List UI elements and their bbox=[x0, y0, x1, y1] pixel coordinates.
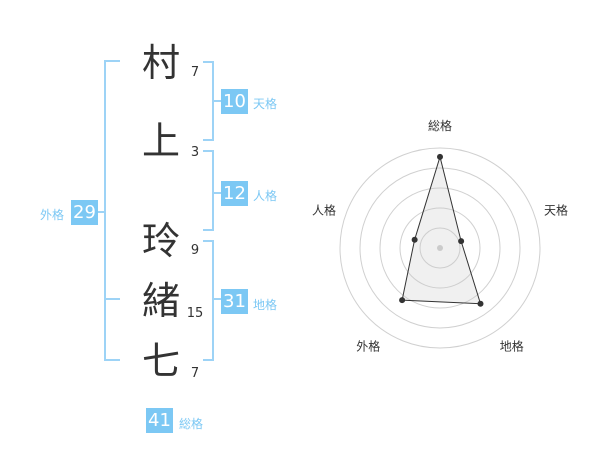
stroke-count-1: 7 bbox=[190, 65, 200, 80]
radar-axis-label: 総格 bbox=[428, 118, 452, 133]
soukaku-label: 総格 bbox=[179, 417, 204, 431]
jinkaku-stub bbox=[213, 192, 221, 194]
radar-axis-label: 人格 bbox=[312, 202, 336, 217]
radar-point bbox=[399, 297, 406, 304]
name-char-5: 七 bbox=[141, 339, 180, 383]
stroke-count-2: 3 bbox=[190, 145, 200, 160]
gaikaku-label: 外格 bbox=[40, 208, 65, 222]
tenkaku-stub bbox=[213, 100, 221, 102]
radar-ring bbox=[419, 227, 461, 269]
chikaku-stub bbox=[213, 298, 221, 300]
radar-point bbox=[458, 238, 465, 245]
radar-axis-label: 外格 bbox=[356, 339, 380, 354]
radar-ring bbox=[339, 147, 541, 349]
radar-ring bbox=[359, 167, 521, 329]
tenkaku-label: 天格 bbox=[253, 97, 278, 111]
stroke-count-3: 9 bbox=[190, 243, 200, 258]
radar-center bbox=[437, 245, 443, 251]
name-char-2: 上 bbox=[141, 119, 180, 163]
radar-ring bbox=[399, 207, 481, 289]
radar-axis-label: 地格 bbox=[500, 339, 524, 354]
name-char-4: 緒 bbox=[141, 279, 180, 323]
stroke-count-4: 15 bbox=[186, 306, 204, 321]
name-char-1: 村 bbox=[141, 41, 180, 85]
name-char-3: 玲 bbox=[141, 219, 180, 263]
radar-point bbox=[477, 300, 484, 307]
chikaku-bracket bbox=[203, 240, 214, 361]
soukaku-value: 41 bbox=[146, 408, 173, 433]
radar-ring bbox=[379, 187, 501, 309]
jinkaku-bracket bbox=[203, 150, 214, 231]
radar-point bbox=[411, 236, 418, 243]
gaikaku-value: 29 bbox=[71, 200, 98, 225]
radar-area bbox=[401, 155, 482, 305]
chikaku-label: 地格 bbox=[253, 298, 278, 312]
radar-point bbox=[437, 153, 443, 160]
radar-axis-label: 天格 bbox=[544, 202, 568, 217]
stroke-count-5: 7 bbox=[190, 366, 200, 381]
gaikaku-stub bbox=[97, 211, 105, 213]
jinkaku-label: 人格 bbox=[253, 189, 278, 203]
gaikaku-bracket bbox=[104, 60, 120, 361]
tenkaku-value: 10 bbox=[221, 89, 248, 114]
chikaku-value: 31 bbox=[221, 289, 248, 314]
gaikaku-bracket-divider bbox=[104, 298, 120, 300]
jinkaku-value: 12 bbox=[221, 181, 248, 206]
